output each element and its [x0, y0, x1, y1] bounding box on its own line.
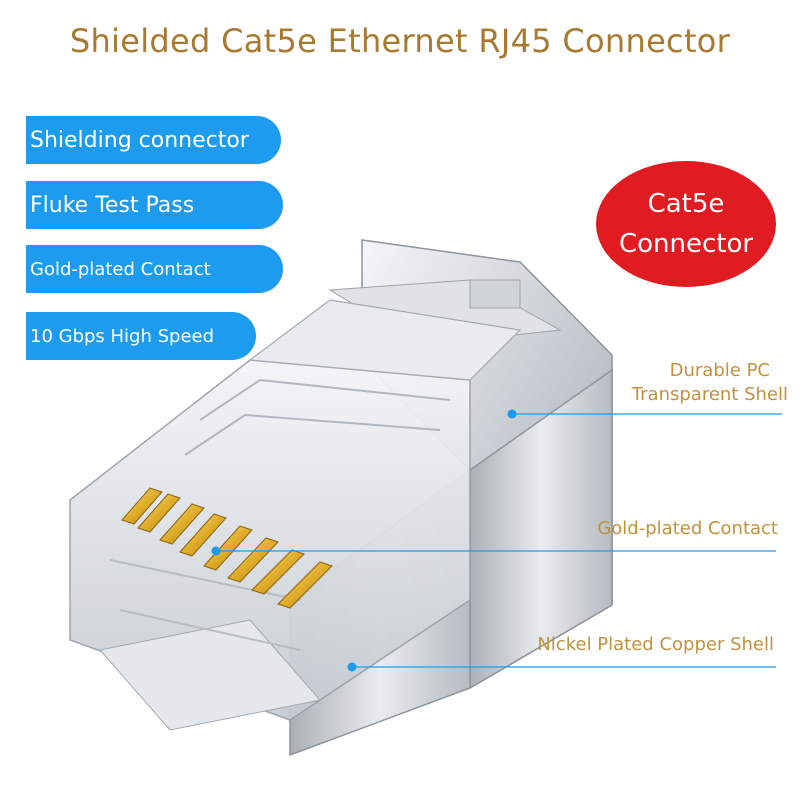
- feature-pill-gold: Gold-plated Contact: [26, 245, 283, 293]
- feature-label: Gold-plated Contact: [30, 258, 211, 280]
- feature-label: 10 Gbps High Speed: [30, 325, 215, 347]
- feature-pill-speed: 10 Gbps High Speed: [26, 312, 256, 360]
- cat5e-badge: Cat5e Connector: [596, 161, 776, 287]
- feature-label: Shielding connector: [30, 127, 249, 153]
- feature-pill-shielding: Shielding connector: [26, 116, 281, 164]
- callout-pc-label-2: Transparent Shell: [631, 384, 788, 405]
- callout-pc-label-1: Durable PC: [669, 360, 770, 381]
- badge-line-2: Connector: [618, 229, 754, 259]
- callout-gold-label: Gold-plated Contact: [597, 518, 778, 539]
- callout-nickel-label: Nickel Plated Copper Shell: [537, 634, 774, 655]
- page-title: Shielded Cat5e Ethernet RJ45 Connector: [69, 22, 731, 60]
- feature-pill-fluke: Fluke Test Pass: [26, 181, 283, 229]
- callout-pc: [507, 409, 782, 419]
- callout-nickel: [347, 662, 776, 672]
- callout-gold: [211, 546, 776, 556]
- badge-line-1: Cat5e: [647, 189, 725, 219]
- gold-contacts: [121, 487, 333, 609]
- feature-label: Fluke Test Pass: [30, 192, 195, 218]
